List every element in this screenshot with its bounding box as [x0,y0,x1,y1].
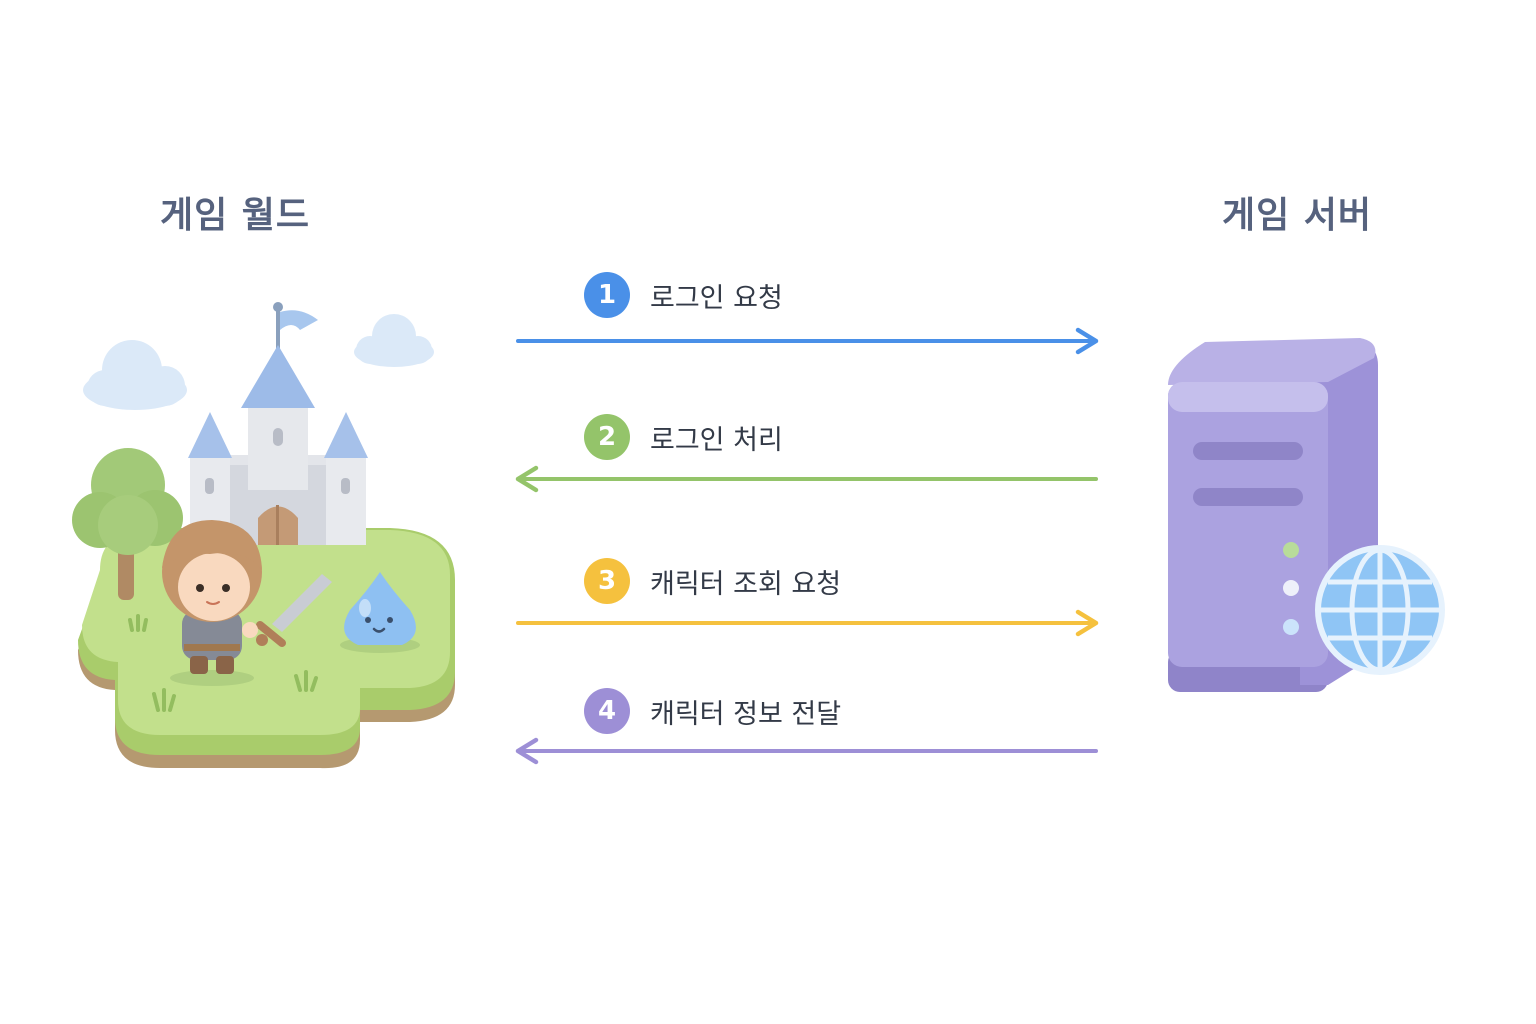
step-1-label: 로그인 요청 [650,282,783,314]
step-4-character-info: 4 캐릭터 정보 전달 [584,688,841,734]
game-world-island-icon [72,302,455,769]
arrow-head-step-3 [1075,609,1099,637]
arrow-head-step-1 [1075,327,1099,355]
step-3-badge: 3 [584,558,630,604]
step-2-badge: 2 [584,414,630,460]
step-1-badge: 1 [584,272,630,318]
game-world-title: 게임 월드 [160,195,311,236]
arrow-step-2 [515,465,1098,493]
step-3-label: 캐릭터 조회 요청 [650,568,842,600]
arrow-step-3 [516,609,1099,637]
step-3-character-query: 3 캐릭터 조회 요청 [584,558,841,604]
arrow-head-step-2 [515,465,539,493]
step-2-label: 로그인 처리 [650,424,783,456]
step-4-label: 캐릭터 정보 전달 [650,698,842,730]
step-4-badge: 4 [584,688,630,734]
arrow-step-1 [516,327,1099,355]
arrow-head-step-4 [515,737,539,765]
step-2-login-process: 2 로그인 처리 [584,414,783,460]
server-tower-icon [1168,338,1445,692]
globe-icon [1315,545,1445,675]
step-1-login-request: 1 로그인 요청 [584,272,783,318]
arrow-step-4 [515,737,1098,765]
game-server-title: 게임 서버 [1222,195,1373,236]
